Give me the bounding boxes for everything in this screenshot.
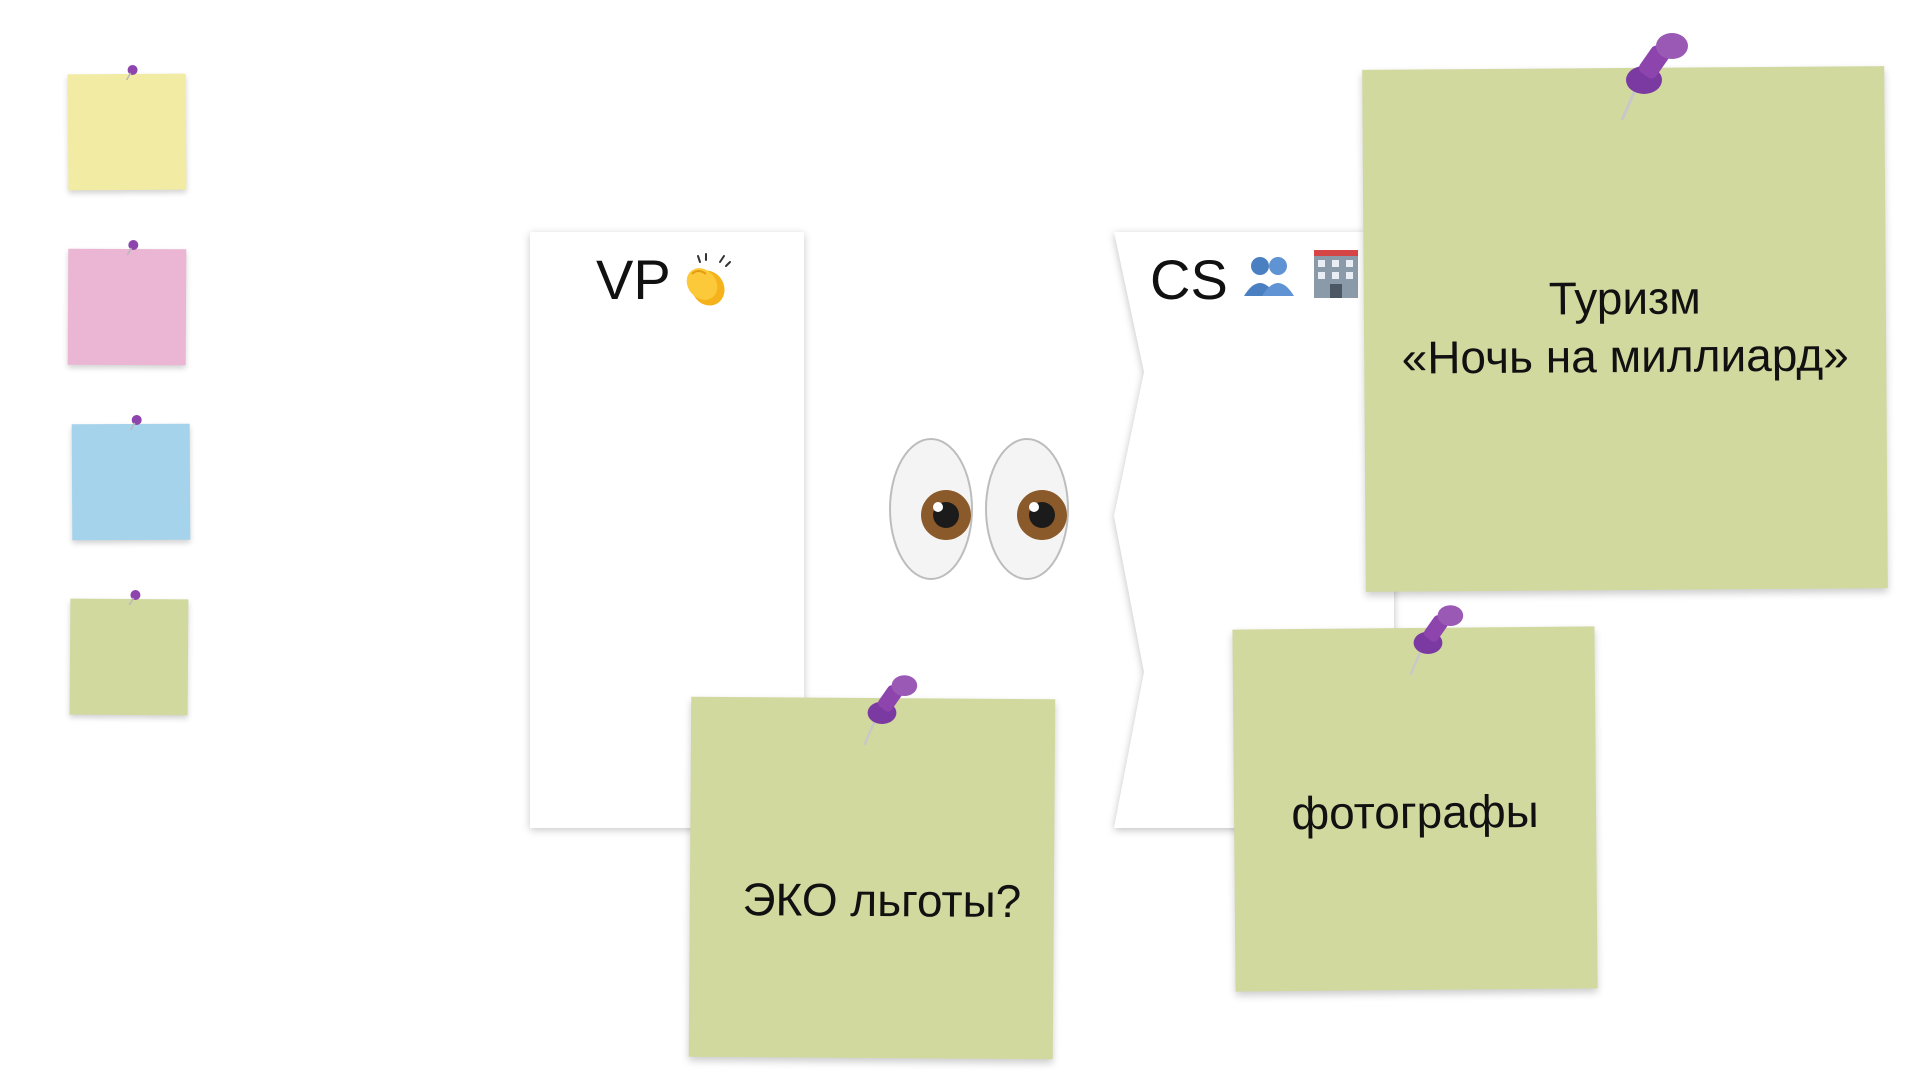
- sticky-note-photographers[interactable]: фотографы: [1232, 626, 1598, 992]
- sticky-note-eco-text: ЭКО льготы?: [742, 873, 1022, 928]
- yellow-sticky-swatch[interactable]: [67, 64, 187, 191]
- hotel-icon: [1314, 250, 1358, 298]
- value-proposition-panel: VP: [530, 232, 804, 828]
- vp-title: VP: [596, 248, 671, 311]
- tourism-line-2: «Ночь на миллиард»: [1401, 327, 1849, 384]
- pink-sticky-swatch[interactable]: [67, 240, 187, 366]
- sticky-note-tourism[interactable]: Туризм «Ночь на миллиард»: [1362, 66, 1888, 592]
- blue-sticky-swatch[interactable]: [71, 414, 191, 541]
- pushpin-icon: [125, 64, 138, 81]
- pushpin-icon: [1409, 605, 1464, 676]
- people-icon: [1244, 257, 1294, 296]
- eyes-icon: [889, 438, 1069, 580]
- pushpin-icon: [1620, 33, 1688, 121]
- pushpin-icon: [126, 240, 139, 256]
- sticky-note-photographers-text: фотографы: [1291, 784, 1539, 840]
- green-sticky-swatch[interactable]: [69, 590, 189, 716]
- clapping-hands-icon: [686, 253, 731, 306]
- pushpin-icon: [863, 675, 918, 746]
- sticky-note-eco[interactable]: ЭКО льготы?: [688, 696, 1056, 1060]
- cs-title: CS: [1150, 248, 1228, 311]
- tourism-line-1: Туризм: [1548, 271, 1701, 325]
- pushpin-icon: [128, 590, 141, 606]
- pushpin-icon: [130, 414, 142, 431]
- sticky-note-tourism-text: Туризм «Ночь на миллиард»: [1364, 268, 1887, 387]
